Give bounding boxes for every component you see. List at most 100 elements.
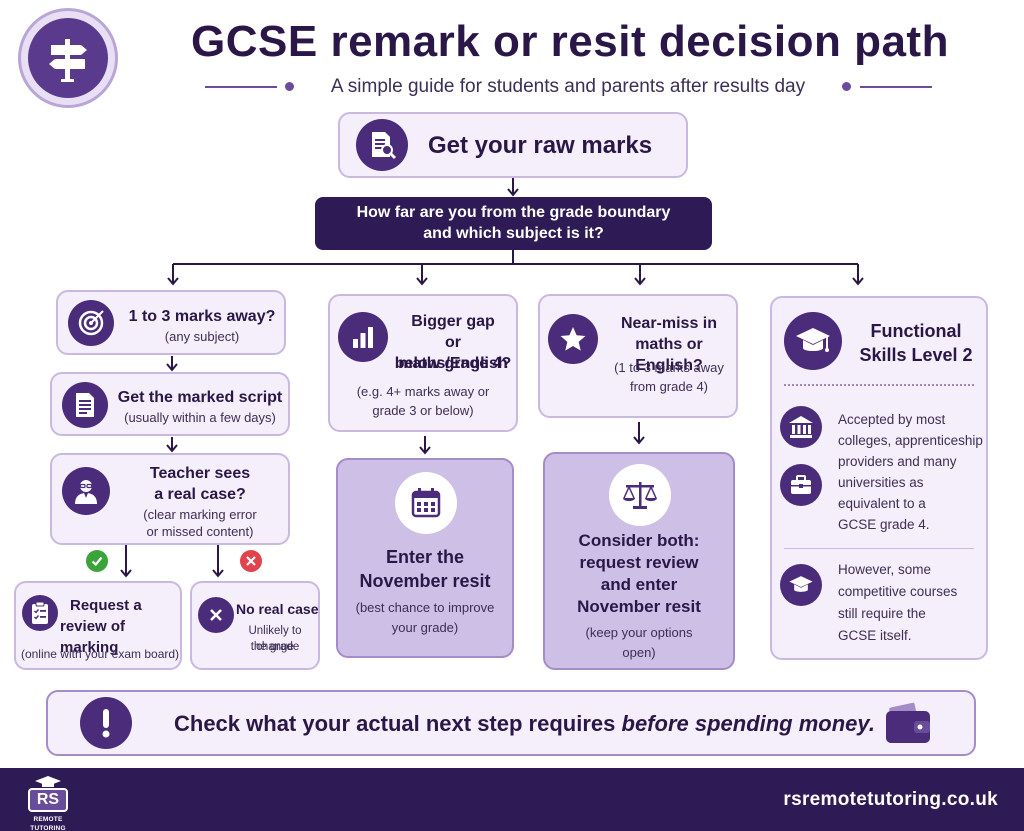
question-box: How far are you from the grade boundary … <box>315 197 712 250</box>
col4-divider <box>784 548 974 549</box>
subtitle-rule-left <box>205 86 277 88</box>
teacher-icon <box>62 467 110 515</box>
col3-result-title-l2: request review <box>579 553 699 572</box>
col3-result-title-l3: and enter <box>600 575 678 594</box>
signpost-logo <box>18 8 118 108</box>
col1-step2-title: Get the marked script <box>117 389 283 406</box>
no-sub-l1: Unlikely to change <box>248 625 302 653</box>
close-icon <box>198 597 234 633</box>
col4-item2-l1: However, some <box>838 562 932 577</box>
col4-title-l1: Functional <box>870 321 962 341</box>
target-icon <box>68 300 114 346</box>
signpost-icon <box>28 18 108 98</box>
rs-logo: RS REMOTE TUTORING <box>20 776 76 831</box>
arrow-col3 <box>633 422 645 445</box>
col2-result-sub-l1: (best chance to improve <box>355 600 495 615</box>
col2-sub-l2: grade 3 or below) <box>372 403 474 418</box>
question-line1: How far are you from the grade boundary <box>356 204 671 221</box>
col2-title-l2: or maths/English <box>398 334 508 372</box>
col1-step3-sub-l2: or missed content) <box>146 524 254 539</box>
col3-sub-l2: from grade 4) <box>629 379 709 394</box>
col1-step3-title-l1: Teacher sees <box>149 465 251 482</box>
no-sub-l2: the grade <box>250 641 300 653</box>
no-cross-icon <box>240 550 262 572</box>
col4-item1-l4: universities as <box>838 475 924 490</box>
col4-item1-l1: Accepted by most <box>838 412 946 427</box>
callout-text-italic: before spending money. <box>621 711 875 736</box>
col3-result-title-l4: November resit <box>577 597 701 616</box>
col3-result-sub-l1: (keep your options <box>585 625 693 640</box>
col2-result-sub-l2: your grade) <box>391 620 459 635</box>
document-search-icon <box>356 119 408 171</box>
footer-bar: RS REMOTE TUTORING rsremotetutoring.co.u… <box>0 768 1024 831</box>
question-line2: and which subject is it? <box>423 225 604 242</box>
page-title: GCSE remark or resit decision path <box>191 17 949 66</box>
document-icon <box>62 382 108 428</box>
col1-step2-sub: (usually within a few days) <box>124 410 276 425</box>
col4-item2-l2: competitive courses <box>838 584 958 599</box>
bar-chart-icon <box>338 312 388 362</box>
col4-item1-l5: equivalent to a <box>838 496 926 511</box>
yes-check-icon <box>86 550 108 572</box>
graduation-cap-icon <box>784 312 842 370</box>
col1-step3-sub-l1: (clear marking error <box>143 507 257 522</box>
col4-box: Functional Skills Level 2 Accepted by mo… <box>770 296 988 660</box>
col2-result-box: Enter the November resit (best chance to… <box>336 458 514 658</box>
arrow-start-question <box>507 178 519 197</box>
col1-step3-box: Teacher sees a real case? (clear marking… <box>50 453 290 545</box>
col1-step1-box: 1 to 3 marks away? (any subject) <box>56 290 286 355</box>
no-title: No real case <box>236 601 319 617</box>
logo-cap-icon <box>35 776 61 787</box>
exclamation-icon <box>80 697 132 749</box>
col3-result-title-l1: Consider both: <box>578 531 700 550</box>
col4-item1-l2: colleges, apprenticeship <box>838 433 983 448</box>
logo-caption: REMOTE TUTORING <box>30 816 66 831</box>
col4-item1-l3: providers and many <box>838 454 957 469</box>
arrow-col1-b <box>166 437 178 453</box>
calendar-icon <box>395 472 457 534</box>
callout-text-bold: Check what your actual next step require… <box>174 711 616 736</box>
col4-item2-l4: GCSE itself. <box>838 628 912 643</box>
col1-yes-box: Request a review of marking (online with… <box>14 581 182 670</box>
arrow-col1-a <box>166 356 178 372</box>
col2-title-l3: below grade 4? <box>394 355 512 372</box>
arrow-yes <box>120 545 132 578</box>
col2-result-title-l2: November resit <box>359 571 491 591</box>
callout-box: Check what your actual next step require… <box>46 690 976 756</box>
col3-result-box: Consider both: request review and enter … <box>543 452 735 670</box>
col4-item2-l3: still require the <box>838 606 926 621</box>
start-box: Get your raw marks <box>338 112 688 178</box>
branch-connector <box>167 250 864 286</box>
arrow-col2 <box>419 436 431 455</box>
col3-title-l1: Near-miss in <box>620 315 718 332</box>
col3-sub-l1: (1 to 3 marks away <box>614 360 724 375</box>
callout-text: Check what your actual next step require… <box>174 711 875 737</box>
wallet-icon <box>884 701 932 745</box>
col1-step3-title-l2: a real case? <box>154 486 246 503</box>
col4-title-l2: Skills Level 2 <box>859 345 973 365</box>
yes-sub: (online with your exam board) <box>20 647 180 661</box>
col3-question-box: Near-miss in maths or English? (1 to 3 m… <box>538 294 738 418</box>
graduation-cap-small-icon <box>780 564 822 606</box>
institution-icon <box>780 406 822 448</box>
subtitle-rule-right <box>860 86 932 88</box>
footer-url[interactable]: rsremotetutoring.co.uk <box>783 789 998 810</box>
col1-no-box: No real case Unlikely to change the grad… <box>190 581 320 670</box>
col2-sub-l1: (e.g. 4+ marks away or <box>356 384 490 399</box>
star-icon <box>548 314 598 364</box>
yes-title-l1: Request a <box>70 597 142 614</box>
col2-title-l1: Bigger gap <box>411 313 495 330</box>
checklist-icon <box>22 595 58 631</box>
col3-result-sub-l2: open) <box>622 645 656 660</box>
col1-step2-box: Get the marked script (usually within a … <box>50 372 290 436</box>
arrow-no <box>212 545 224 578</box>
scales-icon <box>609 464 671 526</box>
subtitle-dot-right <box>842 82 851 91</box>
col3-title-l2: maths or English? <box>635 336 703 374</box>
col2-result-title-l1: Enter the <box>385 547 464 567</box>
col1-step1-sub: (any subject) <box>164 329 240 344</box>
yes-title-l2: review of marking <box>60 618 126 656</box>
briefcase-icon <box>780 464 822 506</box>
logo-mark: RS <box>28 788 68 812</box>
col2-question-box: Bigger gap or maths/English below grade … <box>328 294 518 432</box>
